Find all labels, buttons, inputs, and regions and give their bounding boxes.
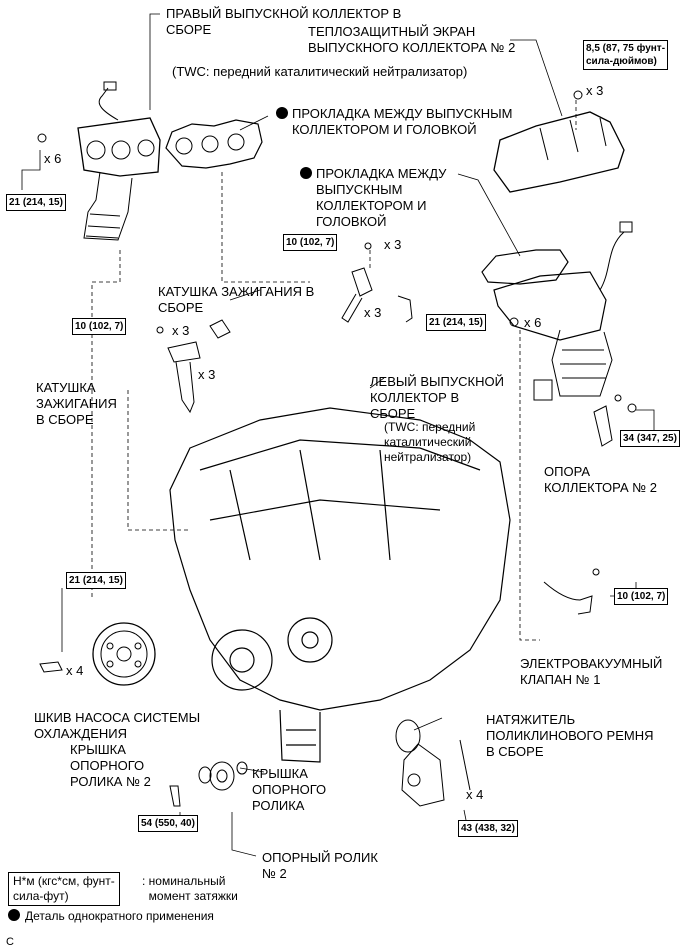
guide-lines [91,100,577,641]
coil-upper-label: КАТУШКА ЗАЖИГАНИЯ В СБОРЕ [158,284,315,315]
gasket-top-label-wrap [276,106,293,122]
torque-box: 21 (214, 15) [426,314,486,331]
coil-left-label: КАТУШКА ЗАЖИГАНИЯ В СБОРЕ [36,380,117,427]
ignition-coil-left-drawing [156,319,231,414]
torque-box: 34 (347, 25) [620,430,680,447]
twc-left-label: (TWC: передний каталитический нейтрализа… [384,420,476,464]
quantity-label: x 6 [44,151,62,166]
legend-torque-box: Н*м (кгс*см, фунт- сила-фут) [8,872,120,906]
leader-lines [21,13,655,857]
tensioner-label: НАТЯЖИТЕЛЬ ПОЛИКЛИНОВОГО РЕМНЯ В СБОРЕ [486,712,654,759]
tensioner-drawing [395,719,471,807]
torque-box: 54 (550, 40) [138,815,198,832]
left-exhaust-manifold-drawing [481,221,633,401]
legend-non-reusable: Деталь однократного применения [8,908,214,924]
legend-torque-text: : номинальный момент затяжки [142,874,238,903]
gasket-mid-dot-wrap [300,166,317,182]
quantity-label: x 4 [466,787,484,802]
gasket-mid-label: ПРОКЛАДКА МЕЖДУ ВЫПУСКНЫМ КОЛЛЕКТОРОМ И … [316,166,447,229]
quantity-label: x 4 [66,663,84,678]
non-reusable-dot-icon [8,909,20,921]
support-label: ОПОРА КОЛЛЕКТОРА № 2 [544,464,658,495]
idler2-label: ОПОРНЫЙ РОЛИК № 2 [262,850,378,881]
quantity-label: x 3 [172,323,190,338]
torque-box: 21 (214, 15) [6,194,66,211]
twc-right-label: (TWC: передний каталитический нейтрализа… [172,64,468,79]
right-exhaust-manifold-drawing [37,81,161,241]
torque-box: 21 (214, 15) [66,572,126,589]
idler-cover2-label: КРЫШКА ОПОРНОГО РОЛИКА № 2 [70,742,151,789]
quantity-label: x 3 [384,237,402,252]
gasket-top-label: ПРОКЛАДКА МЕЖДУ ВЫПУСКНЫМ КОЛЛЕКТОРОМ И … [292,106,513,137]
quantity-label: x 3 [364,305,382,320]
ignition-coil-upper-drawing [341,242,413,323]
left-manifold-label: ЛЕВЫЙ ВЫПУСКНОЙ КОЛЛЕКТОР В СБОРЕ [370,374,504,421]
water-pump-pulley-drawing [39,622,156,686]
torque-box: 10 (102, 7) [72,318,127,335]
heat-shield-label: ТЕПЛОЗАЩИТНЫЙ ЭКРАН ВЫПУСКНОГО КОЛЛЕКТОР… [308,24,516,55]
idler-cover-label: КРЫШКА ОПОРНОГО РОЛИКА [252,766,327,813]
idler-pulley-drawing [169,761,248,807]
gasket-top-drawing [165,119,263,169]
water-pulley-label: ШКИВ НАСОСА СИСТЕМЫ ОХЛАЖДЕНИЯ [34,710,201,741]
heat-shield-drawing [493,90,625,193]
manifold-support-drawing [593,394,637,447]
corner-mark: C [6,936,14,948]
non-reusable-dot-icon [276,107,288,119]
vsv-label: ЭЛЕКТРОВАКУУМНЫЙ КЛАПАН № 1 [520,656,663,687]
torque-box: 10 (102, 7) [283,234,338,251]
vsv-drawing [543,568,600,615]
torque-box: 43 (438, 32) [458,820,518,837]
right-manifold-label: ПРАВЫЙ ВЫПУСКНОЙ КОЛЛЕКТОР В СБОРЕ [166,6,402,37]
engine-block-drawing [169,407,511,763]
torque-box: 10 (102, 7) [614,588,669,605]
quantity-label: x 6 [524,315,542,330]
legend-non-reusable-text: Деталь однократного применения [25,909,214,923]
torque-box: 8,5 (87, 75 фунт- сила-дюймов) [583,40,669,70]
non-reusable-dot-icon [300,167,312,179]
quantity-label: x 3 [586,83,604,98]
quantity-label: x 3 [198,367,216,382]
